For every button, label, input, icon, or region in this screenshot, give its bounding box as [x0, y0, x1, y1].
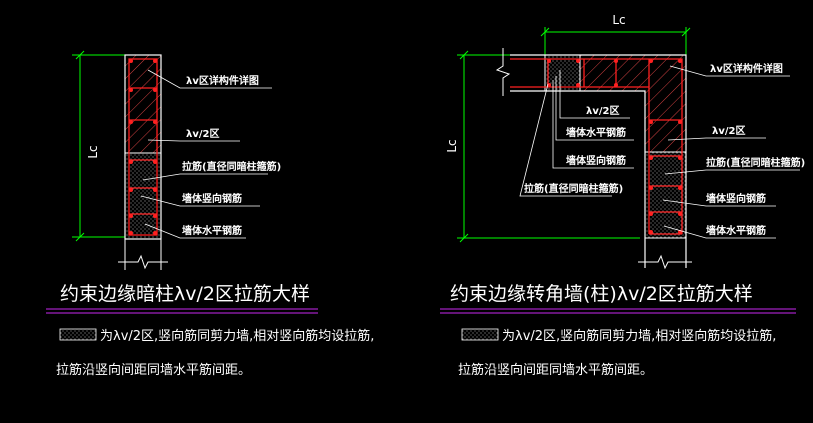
right-detail: Lc Lc: [440, 13, 805, 378]
left-legend-line1: 为λv/2区,竖向筋同剪力墙,相对竖向筋均设拉筋,: [100, 328, 374, 344]
right-label-detail-ref: λv区详构件详图: [710, 62, 783, 75]
right-wall: [495, 48, 692, 270]
left-rebar-dots: [129, 59, 157, 235]
left-detail: Lc: [46, 50, 374, 378]
right-label-horizontal-rebar: 墙体水平钢筋: [566, 126, 626, 139]
right-legend-swatch: [461, 328, 499, 341]
left-label-horizontal-rebar: 墙体水平钢筋: [182, 224, 242, 237]
left-leaders: [140, 69, 272, 239]
left-label-detail-ref: λv区详构件详图: [186, 74, 259, 87]
left-legend-swatch: [59, 328, 97, 341]
right-label-horizontal-rebar-bottom: 墙体水平钢筋: [706, 224, 766, 237]
left-title: 约束边缘暗柱λv/2区拉筋大样: [60, 283, 310, 305]
right-legend-line1: 为λv/2区,竖向筋同剪力墙,相对竖向筋均设拉筋,: [502, 328, 776, 344]
right-legend-line2: 拉筋沿竖向间距同墙水平筋间距。: [458, 362, 653, 378]
right-leaders: [519, 65, 800, 239]
right-dimension-top: [540, 27, 691, 56]
right-label-half-zone-top: λv/2区: [586, 105, 619, 117]
right-rebar-dots: [547, 59, 682, 234]
right-dimension-left-label: Lc: [445, 139, 459, 152]
left-dimension: [72, 50, 125, 242]
right-label-tie-bar-left: 拉筋(直径同暗柱箍筋): [524, 182, 623, 195]
left-label-half-zone: λv/2区: [186, 128, 219, 140]
right-label-vertical-rebar: 墙体竖向钢筋: [706, 192, 766, 205]
left-label-tie-bar: 拉筋(直径同暗柱箍筋): [182, 160, 281, 173]
left-label-vertical-rebar: 墙体竖向钢筋: [182, 192, 242, 205]
right-label-tie-bar-right: 拉筋(直径同暗柱箍筋): [706, 156, 805, 169]
right-label-half-zone-right: λv/2区: [712, 125, 745, 137]
right-title: 约束边缘转角墙(柱)λv/2区拉筋大样: [450, 283, 753, 305]
right-label-vertical-rebar-top: 墙体竖向钢筋: [566, 154, 626, 167]
left-column: [118, 54, 168, 270]
left-rebar: [128, 58, 158, 236]
left-legend-line2: 拉筋沿竖向间距同墙水平筋间距。: [56, 362, 251, 378]
right-dimension-top-label: Lc: [612, 13, 625, 27]
left-dimension-label: Lc: [86, 145, 100, 158]
